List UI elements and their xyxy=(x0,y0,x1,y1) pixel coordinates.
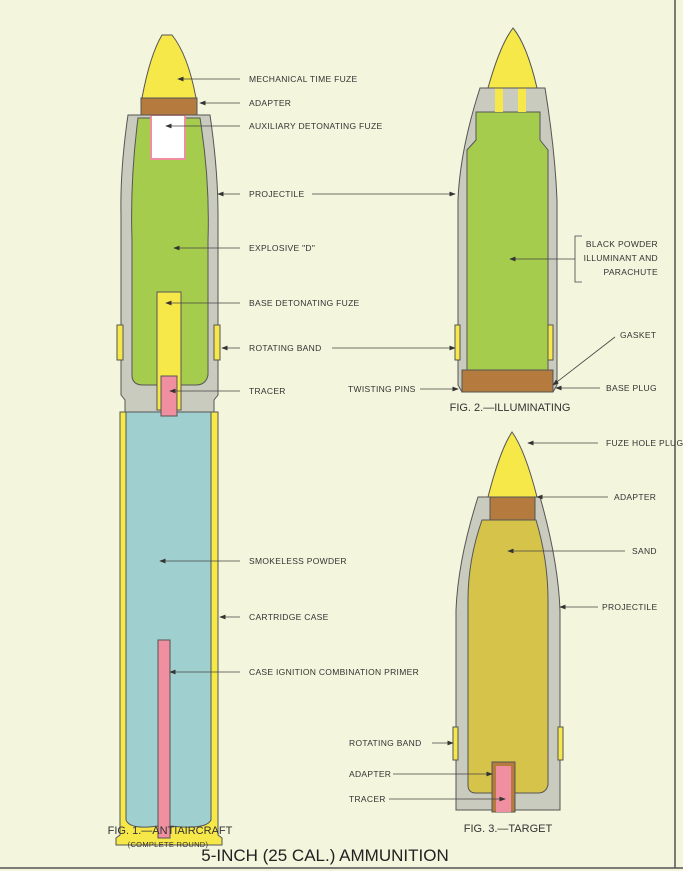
label-explosive-d: EXPLOSIVE "D" xyxy=(249,243,315,253)
rotating-band xyxy=(454,324,461,361)
fuze-stem xyxy=(518,88,526,112)
label-gasket: GASKET xyxy=(620,330,656,340)
fig1-labels: MECHANICAL TIME FUZE ADAPTER AUXILIARY D… xyxy=(108,74,456,849)
fig1-subcaption: (COMPLETE ROUND) xyxy=(128,840,209,849)
fuze-hole-plug xyxy=(487,431,538,498)
label-sand: SAND xyxy=(632,546,657,556)
fig2-round xyxy=(454,27,558,393)
label-parachute: PARACHUTE xyxy=(604,267,659,277)
rotating-band xyxy=(557,726,564,761)
label-auxiliary-detonating-fuze: AUXILIARY DETONATING FUZE xyxy=(249,121,382,131)
fig3-labels: FUZE HOLE PLUG ADAPTER SAND PROJECTILE R… xyxy=(349,438,683,835)
tracer xyxy=(160,375,178,417)
label-fuze-hole-plug: FUZE HOLE PLUG xyxy=(606,438,683,448)
fig3-round xyxy=(452,431,564,813)
label-cartridge-case: CARTRIDGE CASE xyxy=(249,612,329,622)
label-adapter: ADAPTER xyxy=(249,98,291,108)
rotating-band xyxy=(116,324,124,361)
mechanical-time-fuze xyxy=(487,27,538,89)
fig3-caption: FIG. 3.—TARGET xyxy=(464,823,553,835)
illuminant xyxy=(466,111,549,373)
label-illuminant: ILLUMINANT AND xyxy=(584,253,658,263)
mechanical-time-fuze xyxy=(141,34,197,99)
label-rotating-band: ROTATING BAND xyxy=(249,343,322,353)
label-twisting-pins: TWISTING PINS xyxy=(348,384,416,394)
diagram-title: 5-INCH (25 CAL.) AMMUNITION xyxy=(201,846,448,865)
label-projectile: PROJECTILE xyxy=(602,602,657,612)
label-primer: CASE IGNITION COMBINATION PRIMER xyxy=(249,667,419,677)
label-rotating-band: ROTATING BAND xyxy=(349,738,422,748)
label-base-plug: BASE PLUG xyxy=(606,383,657,393)
adapter-plug xyxy=(489,496,536,521)
primer xyxy=(157,639,171,839)
rotating-band xyxy=(452,726,459,761)
sand xyxy=(467,519,549,794)
tracer xyxy=(496,766,511,812)
fig1-caption: FIG. 1.—ANTIAIRCRAFT xyxy=(108,825,233,837)
rotating-band xyxy=(213,324,221,361)
auxiliary-fuze xyxy=(150,114,186,160)
label-black-powder: BLACK POWDER xyxy=(586,239,658,249)
label-tracer: TRACER xyxy=(249,386,286,396)
adapter xyxy=(140,97,198,116)
fuze-stem xyxy=(495,88,503,112)
rotating-band xyxy=(547,324,554,361)
label-tracer: TRACER xyxy=(349,794,386,804)
label-projectile: PROJECTILE xyxy=(249,189,304,199)
base-plug xyxy=(461,369,554,393)
label-base-detonating-fuze: BASE DETONATING FUZE xyxy=(249,298,360,308)
label-smokeless-powder: SMOKELESS POWDER xyxy=(249,556,347,566)
fig2-caption: FIG. 2.—ILLUMINATING xyxy=(450,402,571,414)
fig1-round xyxy=(115,34,223,846)
label-mechanical-time-fuze: MECHANICAL TIME FUZE xyxy=(249,74,358,84)
explosive-d xyxy=(131,117,209,386)
fig2-labels: BLACK POWDER ILLUMINANT AND PARACHUTE GA… xyxy=(348,235,659,414)
label-adapter: ADAPTER xyxy=(614,492,656,502)
label-adapter-base: ADAPTER xyxy=(349,769,391,779)
